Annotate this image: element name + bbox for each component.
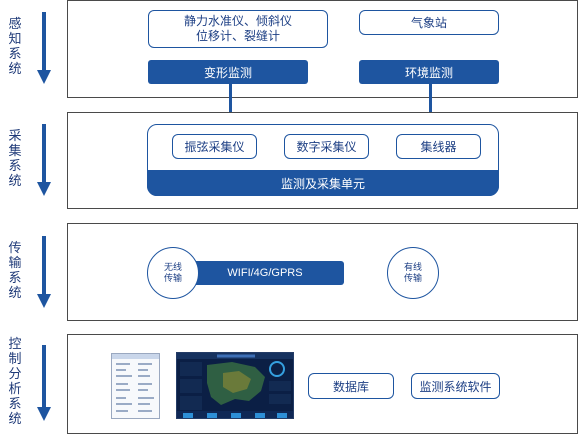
digital-collector-label: 数字采集仪 xyxy=(296,140,357,154)
monitoring-software-box[interactable]: 监测系统软件 xyxy=(411,373,500,399)
network-bar[interactable]: WIFI/4G/GPRS xyxy=(186,261,344,285)
connector-line xyxy=(229,83,232,121)
arrow-down-icon xyxy=(37,12,51,84)
dashboard-screenshot xyxy=(176,352,294,419)
sensors-line1: 静力水准仪、倾斜仪 xyxy=(183,14,292,28)
label-control: 控制分析系统 xyxy=(8,336,22,426)
wired-transmission-label: 有线传输 xyxy=(403,262,422,283)
arrow-down-icon xyxy=(37,345,51,421)
weather-station-label: 气象站 xyxy=(410,16,447,30)
connector-line xyxy=(429,83,432,121)
network-label: WIFI/4G/GPRS xyxy=(227,267,303,279)
deformation-monitoring-label: 变形监测 xyxy=(203,65,252,80)
sensing-layer: 静力水准仪、倾斜仪 位移计、裂缝计 气象站 变形监测 环境监测 xyxy=(67,0,578,98)
wireless-transmission-label: 无线传输 xyxy=(163,262,182,283)
environment-monitoring-label: 环境监测 xyxy=(404,65,453,80)
monitoring-software-label: 监测系统软件 xyxy=(419,379,492,394)
monitoring-acquisition-unit-bar[interactable]: 监测及采集单元 xyxy=(147,170,499,196)
sensors-line2: 位移计、裂缝计 xyxy=(195,29,280,43)
dashboard-map-icon xyxy=(177,353,293,418)
hub-box[interactable]: 集线器 xyxy=(396,134,481,159)
vibrating-wire-collector-box[interactable]: 振弦采集仪 xyxy=(172,134,257,159)
hub-label: 集线器 xyxy=(420,140,457,154)
deformation-monitoring-bar[interactable]: 变形监测 xyxy=(148,60,308,84)
acquisition-layer: 振弦采集仪 数字采集仪 集线器 监测及采集单元 xyxy=(67,112,578,209)
monitoring-acquisition-unit-label: 监测及采集单元 xyxy=(280,176,365,191)
weather-station-box[interactable]: 气象站 xyxy=(359,10,499,35)
vibrating-wire-collector-label: 振弦采集仪 xyxy=(184,140,245,154)
label-acquisition: 采集系统 xyxy=(8,128,22,188)
environment-monitoring-bar[interactable]: 环境监测 xyxy=(359,60,499,84)
digital-collector-box[interactable]: 数字采集仪 xyxy=(284,134,369,159)
control-layer: 数据库 监测系统软件 xyxy=(67,334,578,434)
wired-transmission-circle[interactable]: 有线传输 xyxy=(387,247,439,299)
mobile-app-thumbnail-icon xyxy=(112,354,159,412)
database-label: 数据库 xyxy=(332,379,369,394)
mobile-app-screenshot xyxy=(111,353,160,419)
transmission-layer: WIFI/4G/GPRS 无线传输 有线传输 xyxy=(67,223,578,321)
label-transmission: 传输系统 xyxy=(8,240,22,300)
arrow-down-icon xyxy=(37,124,51,196)
sensors-box[interactable]: 静力水准仪、倾斜仪 位移计、裂缝计 xyxy=(148,10,328,48)
database-box[interactable]: 数据库 xyxy=(308,373,394,399)
wireless-transmission-circle[interactable]: 无线传输 xyxy=(147,247,199,299)
label-sensing: 感知系统 xyxy=(8,16,22,76)
arrow-down-icon xyxy=(37,236,51,308)
